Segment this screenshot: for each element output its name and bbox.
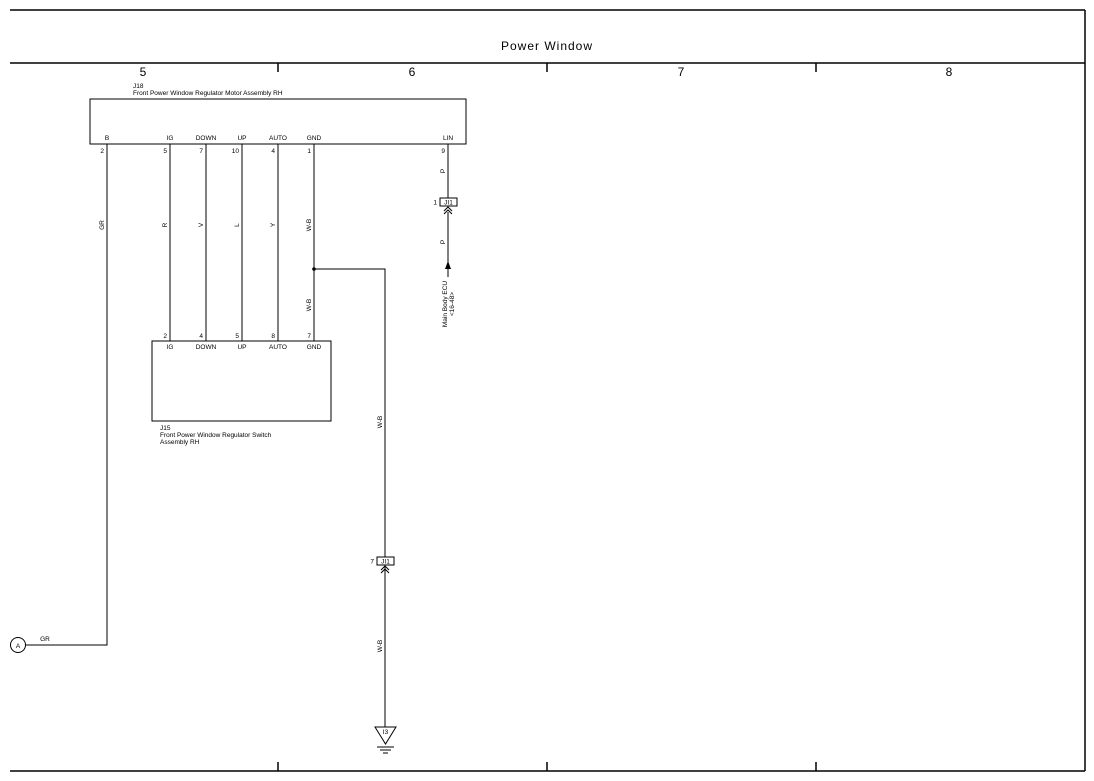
switch-name: Front Power Window Regulator Switch xyxy=(160,432,272,439)
wire-color: GR xyxy=(40,636,50,643)
offpage-circle xyxy=(10,637,26,653)
motor-name: Front Power Window Regulator Motor Assem… xyxy=(133,90,283,97)
motor-pin-label: GND xyxy=(307,135,322,142)
connector-chevron-icon xyxy=(380,565,390,571)
wire-color: W-B xyxy=(306,219,313,232)
column-number: 5 xyxy=(140,65,147,79)
junction-connector-upper: JI1 1 xyxy=(433,197,458,215)
wire-color: GR xyxy=(99,220,106,230)
motor-pin-number: 9 xyxy=(441,148,445,155)
motor-id: J18 xyxy=(133,83,144,90)
ground-point: I3 xyxy=(374,726,397,754)
wire-color: L xyxy=(234,223,241,227)
junction-box xyxy=(439,197,458,207)
page-title: Power Window xyxy=(501,39,593,53)
wire-gnd-branch xyxy=(314,268,386,557)
connector-chevron-icon xyxy=(443,206,453,212)
switch-pin-number: 2 xyxy=(163,333,167,340)
connector-chevron-icon xyxy=(380,568,390,574)
column-numbers: 5 6 7 8 xyxy=(140,65,953,79)
switch-pin-label: DOWN xyxy=(196,344,217,351)
wire-color-labels: GR R V L Y W-B W-B W-B W-B P P GR xyxy=(40,169,447,652)
junction-id: JI1 xyxy=(444,200,453,207)
ecu-name: Main Body ECU xyxy=(442,281,449,328)
wire-color: W-B xyxy=(306,299,313,312)
switch-id: J15 xyxy=(160,425,171,432)
motor-pin-number: 5 xyxy=(163,148,167,155)
offpage-label: A xyxy=(16,643,21,650)
junction-pin: 1 xyxy=(433,200,437,207)
splice-point xyxy=(312,267,316,271)
switch-box xyxy=(151,340,332,422)
switch-pin-number: 4 xyxy=(199,333,203,340)
motor-pin-label: UP xyxy=(237,135,246,142)
junction-box xyxy=(376,556,395,566)
ecu-ref: <16-48> xyxy=(449,292,456,316)
wire-color: V xyxy=(198,222,205,227)
connector-chevron-icon xyxy=(443,209,453,215)
motor-pin-label: IG xyxy=(167,135,174,142)
motor-pin-number: 2 xyxy=(100,148,104,155)
switch-pin-label: GND xyxy=(307,344,322,351)
wire-color: R xyxy=(162,222,169,227)
switch-pin-label: AUTO xyxy=(269,344,287,351)
frame xyxy=(10,9,1086,772)
switch-name: Assembly RH xyxy=(160,439,200,446)
switch-pin-number: 7 xyxy=(307,333,311,340)
wire-color: W-B xyxy=(377,416,384,429)
motor-assembly: J18 Front Power Window Regulator Motor A… xyxy=(89,83,467,155)
switch-pin-label: UP xyxy=(237,344,246,351)
switch-assembly: 2 4 5 8 7 IG DOWN UP AUTO GND J15 Front … xyxy=(151,333,332,446)
column-number: 6 xyxy=(409,65,416,79)
wire-color: W-B xyxy=(377,640,384,653)
motor-pin-label: B xyxy=(105,135,109,142)
offpage-connector: A xyxy=(10,637,26,653)
wire-b xyxy=(26,144,108,646)
motor-pin-number: 1 xyxy=(307,148,311,155)
column-number: 8 xyxy=(946,65,953,79)
wires xyxy=(26,144,451,727)
motor-pin-number: 4 xyxy=(271,148,275,155)
junction-id: JI1 xyxy=(381,559,390,566)
motor-pin-number: 10 xyxy=(232,148,240,155)
ground-triangle-icon xyxy=(374,726,397,745)
junction-connector-lower: JI1 7 xyxy=(370,556,395,574)
junction-pin: 7 xyxy=(370,559,374,566)
ecu-reference: Main Body ECU <16-48> xyxy=(442,281,456,328)
motor-pin-number: 7 xyxy=(199,148,203,155)
ground-id: I3 xyxy=(383,729,389,736)
wire-color: P xyxy=(440,169,447,173)
switch-pin-number: 5 xyxy=(235,333,239,340)
motor-pin-label: LIN xyxy=(443,135,453,142)
motor-pin-label: AUTO xyxy=(269,135,287,142)
motor-pin-label: DOWN xyxy=(196,135,217,142)
wire-color: P xyxy=(440,240,447,244)
switch-pin-number: 8 xyxy=(271,333,275,340)
column-number: 7 xyxy=(678,65,685,79)
switch-pin-label: IG xyxy=(167,344,174,351)
ecu-arrow-icon xyxy=(445,261,451,269)
wire-color: Y xyxy=(270,222,277,227)
